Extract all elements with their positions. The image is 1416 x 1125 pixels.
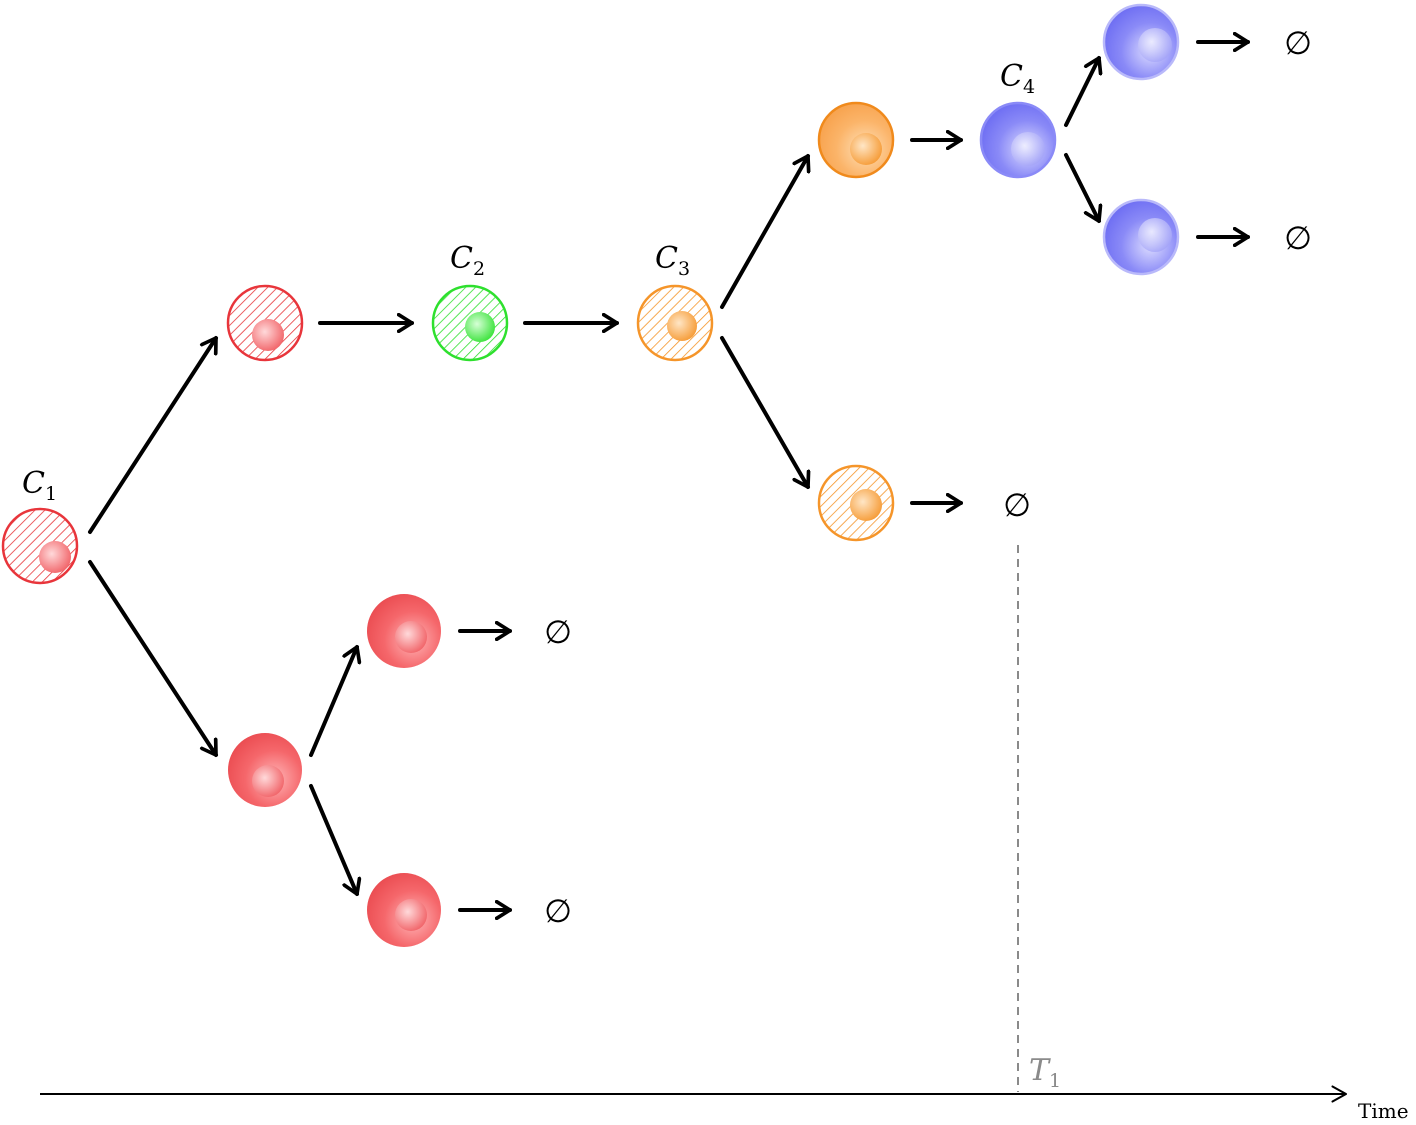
cell-red-solid-top <box>367 594 441 668</box>
cell-blue-top <box>1102 3 1180 81</box>
empty-set-red-top: ∅ <box>544 613 572 651</box>
transition-arrows <box>88 42 1250 910</box>
arrow-c3-to-orange-solid <box>720 154 808 309</box>
cell-red-solid-middle <box>228 733 302 807</box>
cell-red-hatched-upper <box>226 284 304 362</box>
label-c3: C3 <box>655 241 690 280</box>
cell-orange-solid <box>817 101 895 179</box>
cell-red-solid-bottom <box>367 873 441 947</box>
empty-set-blue-bottom: ∅ <box>1284 219 1312 257</box>
label-c1: C1 <box>22 466 57 505</box>
cell-c2 <box>431 284 509 362</box>
cell-c3 <box>636 284 714 362</box>
empty-set-blue-top: ∅ <box>1284 24 1312 62</box>
cell-c4 <box>979 101 1057 179</box>
label-c2: C2 <box>450 241 485 280</box>
empty-set-orange: ∅ <box>1003 486 1031 524</box>
arrow-c3-to-orange-hatched <box>720 336 808 489</box>
time-axis-label: Time <box>1358 1099 1409 1123</box>
label-c4: C4 <box>1000 59 1035 98</box>
cell-blue-bottom <box>1102 198 1180 276</box>
arrow-c4-to-blue-top <box>1064 56 1099 127</box>
arrow-c4-to-blue-bottom <box>1064 153 1099 223</box>
cell-orange-hatched-lower <box>817 464 895 542</box>
arrow-red-middle-to-top <box>309 645 357 757</box>
arrow-c1-to-upper <box>88 336 218 534</box>
label-t1: T1 <box>1029 1053 1061 1092</box>
arrow-c1-to-lower <box>88 560 218 757</box>
empty-set-red-bottom: ∅ <box>544 892 572 930</box>
arrow-red-middle-to-bottom <box>309 784 357 896</box>
cell-c1 <box>1 507 79 585</box>
